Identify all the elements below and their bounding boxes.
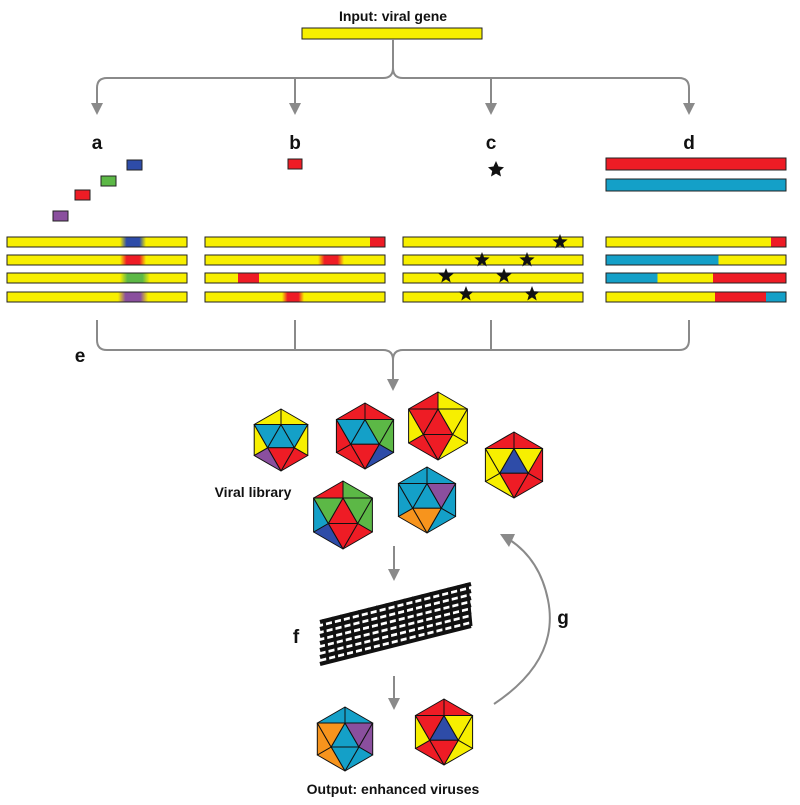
- grid-line: [319, 624, 472, 666]
- iteration-arrow: [493, 534, 551, 705]
- label-e: e: [75, 346, 86, 367]
- column-b-variants: [204, 236, 386, 303]
- grid-line: [447, 587, 455, 631]
- grid-line: [420, 594, 428, 638]
- mutation-star: [496, 268, 512, 283]
- label-f: f: [293, 627, 300, 648]
- column-d-parent-cyan: [605, 178, 787, 192]
- fragment-purple: [52, 210, 69, 222]
- fragment-green: [100, 175, 117, 187]
- column-d-variants: [605, 236, 787, 303]
- column-a-fragments: [52, 159, 143, 222]
- mutation-star: [474, 252, 490, 267]
- column-d-parent-red: [605, 157, 787, 171]
- grid-line: [349, 612, 357, 656]
- label-d: d: [683, 133, 695, 154]
- grid-line: [322, 618, 330, 663]
- fragment-red: [74, 189, 91, 201]
- mutation-star: [552, 234, 568, 249]
- mutation-star: [458, 286, 474, 301]
- grid-line: [411, 596, 419, 640]
- virus-capsid: [408, 391, 468, 461]
- column-a-variants: [6, 236, 188, 303]
- grid-line: [385, 603, 393, 647]
- mutation-star: [438, 268, 454, 283]
- grid-line: [340, 614, 348, 658]
- virus-capsid: [313, 480, 373, 550]
- virus-capsid: [484, 431, 544, 499]
- grid-line: [376, 605, 384, 649]
- grid-line: [367, 607, 375, 651]
- column-b-fragment-red: [287, 158, 303, 170]
- virus-capsid: [397, 466, 457, 534]
- grid-line: [456, 585, 464, 629]
- label-g: g: [557, 608, 569, 629]
- label-a: a: [92, 133, 103, 154]
- grid-line: [331, 616, 339, 660]
- branch-arrows: [91, 39, 695, 115]
- mutation-star: [519, 252, 535, 267]
- grid-line: [358, 609, 366, 654]
- selection-grid: [319, 582, 473, 666]
- label-c: c: [486, 133, 497, 154]
- grid-line: [402, 598, 410, 642]
- arrow-to-selection: [388, 546, 400, 581]
- input-title: Input: viral gene: [339, 8, 447, 24]
- grid-line: [394, 600, 401, 645]
- label-b: b: [289, 133, 301, 154]
- merge-bracket: [96, 320, 690, 391]
- output-viruses: [316, 698, 474, 772]
- library-label: Viral library: [215, 484, 292, 500]
- fragment-blue: [126, 159, 143, 171]
- enhanced-virus-capsid: [414, 698, 474, 766]
- output-label: Output: enhanced viruses: [307, 781, 480, 797]
- enhanced-virus-capsid: [316, 706, 374, 772]
- grid-line: [429, 591, 437, 636]
- column-c-variants: [402, 234, 584, 303]
- mutation-star: [524, 286, 540, 301]
- input-gene: [301, 27, 483, 40]
- column-c-mutation-star: [488, 161, 504, 177]
- grid-line: [438, 589, 446, 633]
- arrow-to-output: [388, 676, 400, 710]
- virus-capsid: [253, 408, 309, 472]
- virus-capsid: [335, 402, 395, 470]
- grid-line: [465, 582, 473, 627]
- viral-library: [253, 391, 544, 550]
